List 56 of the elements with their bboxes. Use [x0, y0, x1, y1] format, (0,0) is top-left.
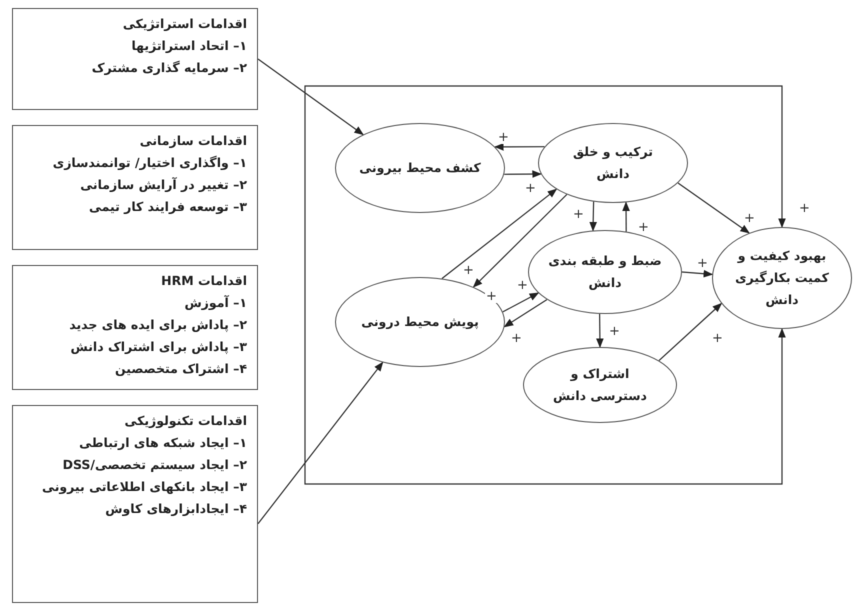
edge-label: +	[711, 332, 724, 345]
edge-label: +	[696, 257, 709, 270]
edge-label: +	[743, 212, 756, 225]
edge-label: +	[497, 131, 510, 144]
arrow	[589, 202, 598, 232]
text-box	[12, 125, 258, 250]
list-item: ۱– ایجاد شبکه های ارتباطی	[78, 434, 247, 451]
arrow	[472, 194, 568, 288]
text-box	[12, 405, 258, 603]
node-label: ترکیب و خلق دانش	[572, 143, 654, 183]
arrow	[682, 270, 714, 278]
arrow	[504, 170, 542, 178]
arrow	[258, 362, 384, 524]
list-item: ۴– اشتراک متخصصین	[114, 360, 247, 377]
edge-label: +	[637, 221, 650, 234]
arrow	[622, 201, 630, 232]
box-heading: اقدامات استراتژیکی	[122, 15, 247, 32]
text-box	[12, 265, 258, 390]
node-label: ضبط و طبقه بندی دانش	[547, 252, 663, 292]
list-item: ۱– اتحاد استراتژیها	[130, 37, 247, 54]
box-heading: اقدامات HRM	[160, 272, 247, 289]
list-item: ۱– آموزش	[183, 294, 247, 311]
list-item: ۳– توسعه فرایند کار تیمی	[88, 198, 247, 215]
edge-label: +	[510, 332, 523, 345]
box-heading: اقدامات سازمانی	[138, 132, 247, 149]
list-item: ۴– ایجادابزارهای کاوش	[104, 500, 247, 517]
edge-label: +	[516, 279, 529, 292]
list-item: ۲– تغییر در آرایش سازمانی	[79, 176, 247, 193]
edge-label: +	[798, 202, 811, 215]
list-item: ۳– پاداش برای اشتراک دانش	[70, 338, 247, 355]
node-label: اشتراک و دسترسی دانش	[552, 365, 648, 405]
edge-label: +	[608, 325, 621, 338]
arrow	[494, 143, 544, 151]
node-label: پویش محیط درونی	[361, 313, 479, 331]
arrow	[502, 292, 540, 312]
edge-label: +	[572, 208, 585, 221]
node-label: بهبود کیفیت و کمیت بکارگیری دانش	[734, 247, 830, 309]
edge-label: +	[524, 182, 537, 195]
arrow	[678, 182, 750, 234]
arrow	[596, 314, 604, 348]
arrow	[442, 188, 558, 279]
list-item: ۲– سرمایه گذاری مشترک	[90, 59, 247, 76]
list-item: ۲– پاداش برای ایده های جدید	[68, 316, 247, 333]
arrow	[304, 85, 786, 285]
arrow	[304, 285, 786, 485]
edge-label: +	[485, 290, 498, 303]
arrow	[658, 302, 722, 362]
list-item: ۱– واگذاری اختیار/ توانمندسازی	[52, 154, 247, 171]
box-heading: اقدامات تکنولوژیکی	[123, 412, 247, 429]
arrow	[258, 58, 364, 136]
arrow	[504, 299, 548, 328]
node-label: کشف محیط بیرونی	[359, 159, 481, 177]
edge-label: +	[462, 264, 475, 277]
list-item: ۳– ایجاد بانکهای اطلاعاتی بیرونی	[41, 478, 247, 495]
list-item: ۲– ایجاد سیستم تخصصی/DSS	[62, 456, 247, 473]
text-box	[12, 8, 258, 110]
